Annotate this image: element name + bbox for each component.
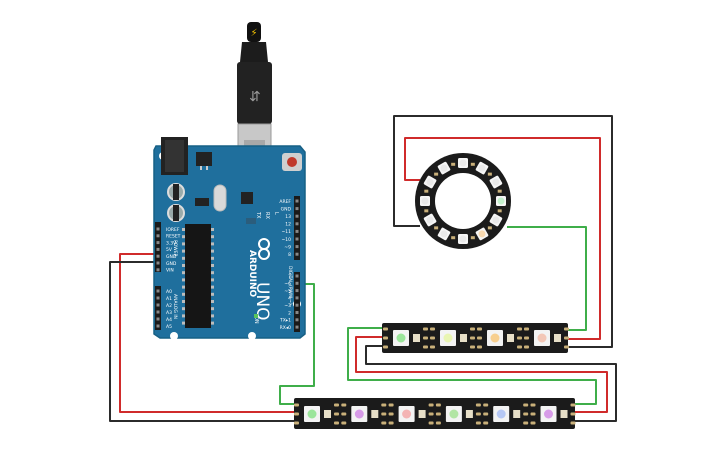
header-pin[interactable] bbox=[295, 237, 299, 241]
digital-pin-label: GND bbox=[281, 206, 292, 212]
analog-pin-label: A4 bbox=[166, 317, 172, 323]
header-pin[interactable] bbox=[156, 303, 160, 307]
led-strip-top[interactable] bbox=[382, 323, 569, 353]
power-pin-label: RESET bbox=[166, 234, 181, 240]
digital-pin-label: 13 bbox=[285, 214, 291, 220]
header-pin[interactable] bbox=[295, 311, 299, 314]
on-label: ON bbox=[253, 316, 259, 324]
header-pin[interactable] bbox=[295, 214, 299, 218]
header-pin[interactable] bbox=[295, 207, 299, 211]
voltage-regulator bbox=[196, 152, 212, 166]
header-pin[interactable] bbox=[295, 199, 299, 203]
rx-label: RX bbox=[264, 212, 270, 219]
brand-text: ARDUINO bbox=[247, 250, 257, 298]
header-pin[interactable] bbox=[295, 296, 299, 300]
wire-green-pin6-to-bottom-strip[interactable] bbox=[279, 283, 315, 405]
analog-header bbox=[155, 286, 161, 330]
power-pin-label: 3.3V bbox=[166, 240, 177, 246]
header-pin[interactable] bbox=[156, 241, 160, 245]
wire-black-top-strip-to-ring[interactable] bbox=[393, 115, 613, 348]
digital-pin-label: AREF bbox=[279, 199, 291, 205]
atmega-chip bbox=[185, 224, 211, 328]
power-pin-label: GND bbox=[166, 254, 177, 260]
digital-pin-label: ~9 bbox=[284, 244, 291, 250]
power-pin-label: IOREF bbox=[166, 227, 180, 233]
l-label: L bbox=[273, 212, 279, 215]
digital-header-bottom bbox=[294, 272, 300, 332]
crystal-oscillator bbox=[213, 184, 227, 212]
header-pin[interactable] bbox=[156, 247, 160, 251]
header-pin[interactable] bbox=[156, 289, 160, 293]
header-pin[interactable] bbox=[295, 325, 299, 329]
wire-black-gnd-to-bottom-strip[interactable] bbox=[109, 261, 294, 422]
power-header bbox=[155, 222, 161, 272]
digital-pin-label: 2 bbox=[288, 310, 291, 316]
power-led bbox=[254, 314, 258, 318]
wire-black-bottom-to-top-strip[interactable] bbox=[365, 345, 617, 422]
digital-pin-label: 7 bbox=[288, 274, 291, 280]
digital-pin-label: ~3 bbox=[284, 303, 291, 309]
wire-green-top-strip-to-ring[interactable] bbox=[507, 226, 587, 331]
digital-header-top bbox=[294, 196, 300, 260]
digital-pin-label: RX◂0 bbox=[280, 325, 291, 331]
header-pin[interactable] bbox=[156, 324, 160, 328]
header-pin[interactable] bbox=[295, 303, 299, 307]
header-pin[interactable] bbox=[156, 234, 160, 238]
header-pin[interactable] bbox=[156, 268, 160, 272]
wire-green-bottom-to-top-strip[interactable] bbox=[347, 327, 597, 405]
analog-pin-label: A0 bbox=[166, 289, 172, 295]
header-pin[interactable] bbox=[156, 317, 160, 321]
wire-red-bottom-to-top-strip[interactable] bbox=[355, 336, 608, 413]
digital-pin-label: 4 bbox=[288, 296, 291, 302]
mounting-hole bbox=[170, 332, 178, 340]
analog-pin-label: A2 bbox=[166, 303, 172, 309]
header-pin[interactable] bbox=[295, 252, 299, 256]
digital-label: DIGITAL (PWM ~) bbox=[287, 266, 293, 305]
header-pin[interactable] bbox=[156, 261, 160, 265]
arduino-uno-board[interactable]: ARDUINO UNO ON TX RX L DIGITAL (PWM ~) P… bbox=[153, 137, 306, 340]
digital-pin-label: 8 bbox=[288, 252, 291, 258]
infinity-logo-icon bbox=[258, 238, 270, 260]
header-pin[interactable] bbox=[295, 289, 299, 293]
header-pin[interactable] bbox=[295, 229, 299, 233]
digital-pin-label: ~11 bbox=[282, 229, 292, 235]
power-pin-label: VIN bbox=[166, 268, 174, 274]
analog-section-label: ANALOG IN bbox=[172, 294, 178, 319]
wire-red-top-strip-to-ring[interactable] bbox=[404, 137, 601, 340]
header-pin[interactable] bbox=[156, 227, 160, 231]
header-pin[interactable] bbox=[295, 281, 299, 285]
wires bbox=[109, 115, 617, 422]
header-pin[interactable] bbox=[295, 245, 299, 249]
wire-red-5v-to-bottom-strip[interactable] bbox=[119, 253, 294, 413]
usb-symbol-icon: ⇆ bbox=[247, 90, 263, 102]
header-pin[interactable] bbox=[295, 222, 299, 226]
header-pin[interactable] bbox=[295, 274, 299, 278]
header-pin[interactable] bbox=[156, 254, 160, 258]
analog-pin-label: A5 bbox=[166, 324, 172, 330]
header-pin[interactable] bbox=[156, 296, 160, 300]
led-strip-bottom[interactable] bbox=[294, 398, 576, 429]
digital-pin-label: TX▸1 bbox=[279, 318, 291, 324]
neopixel-ring[interactable] bbox=[415, 153, 511, 249]
analog-pin-label: A1 bbox=[166, 296, 172, 302]
power-pin-label: GND bbox=[166, 261, 177, 267]
digital-pin-label: ~6 bbox=[284, 281, 291, 287]
power-section-label: POWER bbox=[172, 240, 178, 257]
analog-pin-label: A3 bbox=[166, 310, 172, 316]
tx-label: TX bbox=[255, 211, 261, 219]
power-pin-label: 5V bbox=[166, 247, 173, 253]
logo-text: UNO bbox=[252, 282, 272, 321]
digital-pin-label: ~5 bbox=[284, 288, 291, 294]
header-pin[interactable] bbox=[295, 318, 299, 322]
lightning-icon: ⚡ bbox=[250, 28, 257, 39]
header-pin[interactable] bbox=[156, 310, 160, 314]
digital-pin-label: 12 bbox=[285, 222, 291, 228]
digital-pin-label: ~10 bbox=[282, 237, 292, 243]
usb-cable[interactable]: ⚡ ⇆ bbox=[237, 22, 272, 163]
